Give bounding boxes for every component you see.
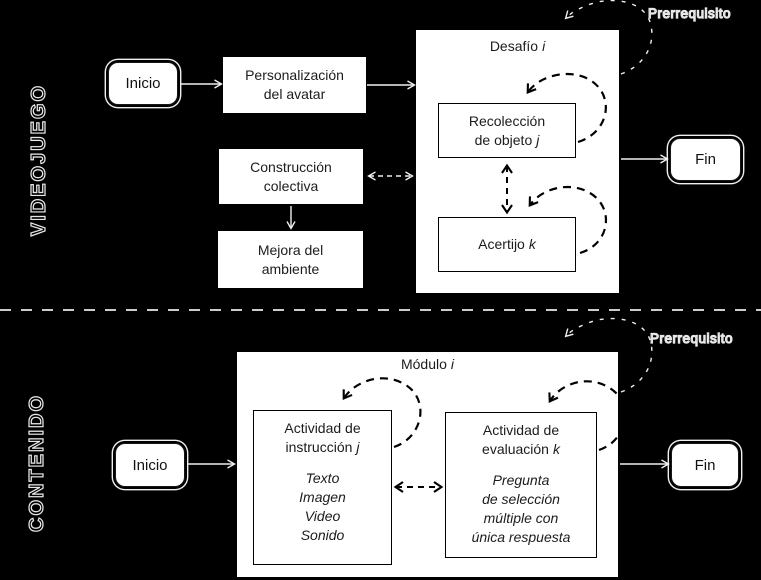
acertijo-var: k bbox=[528, 236, 536, 252]
videojuego-start-node: Inicio bbox=[108, 62, 178, 105]
spacer bbox=[254, 457, 391, 469]
recoleccion-var: j bbox=[536, 131, 540, 148]
videojuego-end-label: Fin bbox=[695, 151, 716, 168]
evaluacion-line1: Actividad de bbox=[482, 422, 560, 438]
contenido-section-label: CONTENIDO bbox=[25, 393, 48, 532]
evaluacion-item: múltiple con bbox=[483, 510, 559, 526]
instruccion-item: Video bbox=[304, 508, 341, 524]
mejora-line2: ambiente bbox=[261, 260, 320, 277]
acertijo-label: Acertijo bbox=[478, 236, 525, 252]
personalizacion-line2: del avatar bbox=[263, 86, 326, 102]
videojuego-end-node: Fin bbox=[670, 138, 741, 181]
mejora-node: Mejora del ambiente bbox=[218, 231, 363, 288]
modulo-title-text: Módulo bbox=[400, 356, 447, 372]
evaluacion-var: k bbox=[552, 441, 560, 457]
evaluacion-item: única respuesta bbox=[471, 529, 571, 545]
contenido-start-node: Inicio bbox=[115, 443, 185, 487]
personalizacion-node: Personalización del avatar bbox=[223, 57, 366, 113]
instruccion-item: Sonido bbox=[300, 527, 345, 543]
mejora-line1: Mejora del bbox=[257, 241, 324, 258]
spacer bbox=[446, 459, 596, 471]
personalizacion-line1: Personalización bbox=[245, 67, 344, 83]
videojuego-prerequisite-label: Prerrequisito bbox=[647, 5, 732, 21]
instruccion-item: Texto bbox=[305, 470, 340, 486]
modulo-index-var: i bbox=[450, 356, 455, 372]
videojuego-start-label: Inicio bbox=[125, 75, 161, 92]
construccion-line2: colectiva bbox=[263, 177, 319, 194]
evaluacion-line2: evaluación bbox=[482, 441, 549, 457]
evaluacion-item: Pregunta bbox=[492, 472, 550, 488]
recoleccion-line1: Recolección bbox=[468, 112, 546, 129]
instruccion-line1: Actividad de bbox=[284, 420, 361, 436]
construccion-node: Construcción colectiva bbox=[219, 149, 363, 204]
instruccion-line2: instrucción bbox=[285, 439, 353, 455]
contenido-prerequisite-label: Prerrequisito bbox=[649, 330, 734, 346]
desafio-title-text: Desafío bbox=[489, 38, 539, 54]
desafio-index-var: i bbox=[542, 38, 546, 54]
contenido-end-label: Fin bbox=[694, 456, 716, 474]
videojuego-section-label: VIDEOJUEGO bbox=[27, 83, 50, 237]
contenido-start-label: Inicio bbox=[132, 456, 168, 474]
contenido-end-node: Fin bbox=[671, 443, 739, 487]
construccion-line1: Construcción bbox=[250, 158, 332, 175]
instruccion-var: j bbox=[356, 439, 360, 455]
instruccion-item: Imagen bbox=[299, 489, 346, 505]
recoleccion-line2: de objeto bbox=[474, 131, 533, 148]
evaluacion-item: de selección bbox=[482, 491, 560, 507]
